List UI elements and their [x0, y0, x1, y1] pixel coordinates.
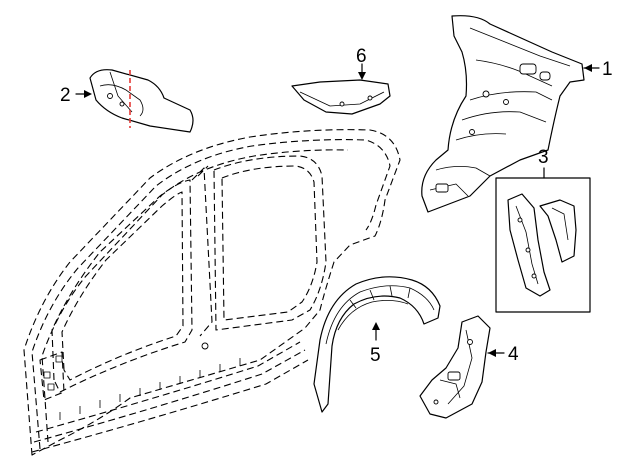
- part-4-lower-bracket: [419, 315, 491, 419]
- callout-label-3: 3: [538, 147, 549, 168]
- callout-label-6: 6: [356, 46, 367, 67]
- part-1-quarter-inner-panel: [421, 15, 585, 213]
- callout-4: 4: [487, 344, 519, 365]
- part-3-inset-box: [495, 177, 591, 313]
- body-side-frame-outline: [23, 129, 401, 456]
- callout-label-1: 1: [602, 59, 613, 80]
- callout-2: 2: [60, 85, 92, 106]
- callout-label-5: 5: [370, 345, 381, 366]
- callout-1: 1: [583, 59, 613, 80]
- part-5-wheelhouse: [313, 276, 441, 413]
- callout-5: 5: [370, 322, 381, 366]
- callout-label-4: 4: [508, 344, 519, 365]
- callout-label-2: 2: [60, 85, 71, 106]
- callout-6: 6: [356, 46, 367, 80]
- callout-3: 3: [538, 147, 549, 179]
- part-6-bracket: [291, 79, 391, 115]
- part-2-reinforcement: [89, 69, 194, 133]
